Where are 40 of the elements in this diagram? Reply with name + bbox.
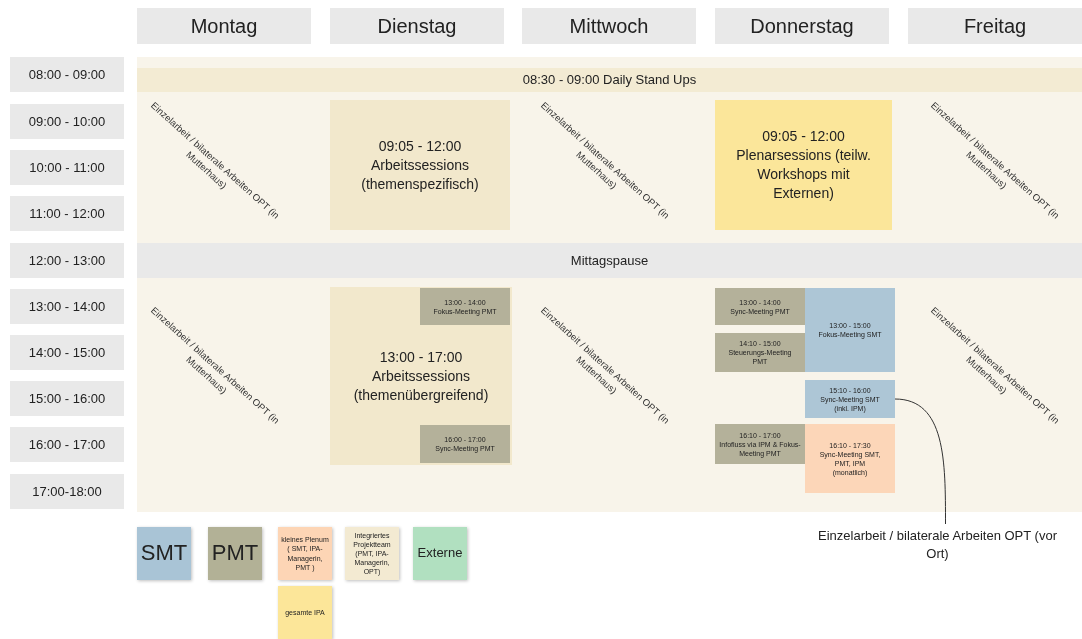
label-text: Arbeitssessions (themenspezifisch) [360, 155, 480, 194]
meeting-block [420, 288, 510, 325]
label-text: 12:00 - 13:00 [28, 251, 106, 270]
time-text: 13:00 - 17:00 [379, 347, 463, 367]
meeting-block [805, 424, 895, 493]
label-text: Plenarsessions (teilw. Workshops mit Externen) [735, 146, 872, 203]
legend-text: Externe [416, 544, 464, 563]
label-text: Donnerstag [750, 13, 854, 39]
label-text: Dienstag [377, 13, 457, 39]
label-text: Mittwoch [569, 13, 649, 39]
label-text: 16:00 - 17:00 [28, 435, 106, 454]
session-block [330, 100, 510, 230]
label-text: Mittagspause [570, 251, 649, 270]
label-text: Freitag [963, 13, 1027, 39]
label-text: 08:30 - 09:00 Daily Stand Ups [522, 71, 697, 89]
meeting-block [420, 425, 510, 463]
session-block [715, 100, 892, 230]
meeting-block [805, 288, 895, 372]
standup-band [137, 68, 1082, 92]
annotation-text: Einzelarbeit / bilaterale Arbeiten OPT (vor Ort) [817, 527, 1058, 563]
label-text: 08:00 - 09:00 [28, 65, 106, 84]
meeting-block [715, 424, 805, 464]
leader-line [894, 398, 946, 525]
label-text: Arbeitssessions (themenübergreifend) [352, 366, 490, 405]
label-text: 17:00-18:00 [32, 482, 102, 501]
label-text: Montag [190, 13, 258, 39]
meeting-block [805, 380, 895, 418]
session-block [330, 287, 512, 465]
meeting-block [715, 333, 805, 372]
time-text: 09:05 - 12:00 [378, 136, 462, 156]
label-text: 09:00 - 10:00 [28, 112, 106, 131]
label-text: 14:00 - 15:00 [28, 343, 106, 362]
meeting-block [715, 288, 805, 325]
label-text: 10:00 - 11:00 [29, 158, 105, 177]
label-text: 15:00 - 16:00 [28, 389, 106, 408]
legend-text: PMT [210, 539, 260, 568]
label-text: 11:00 - 12:00 [29, 204, 105, 223]
label-text: 13:00 - 14:00 [28, 297, 106, 316]
legend-text: SMT [139, 539, 189, 568]
time-text: 09:05 - 12:00 [762, 127, 845, 146]
